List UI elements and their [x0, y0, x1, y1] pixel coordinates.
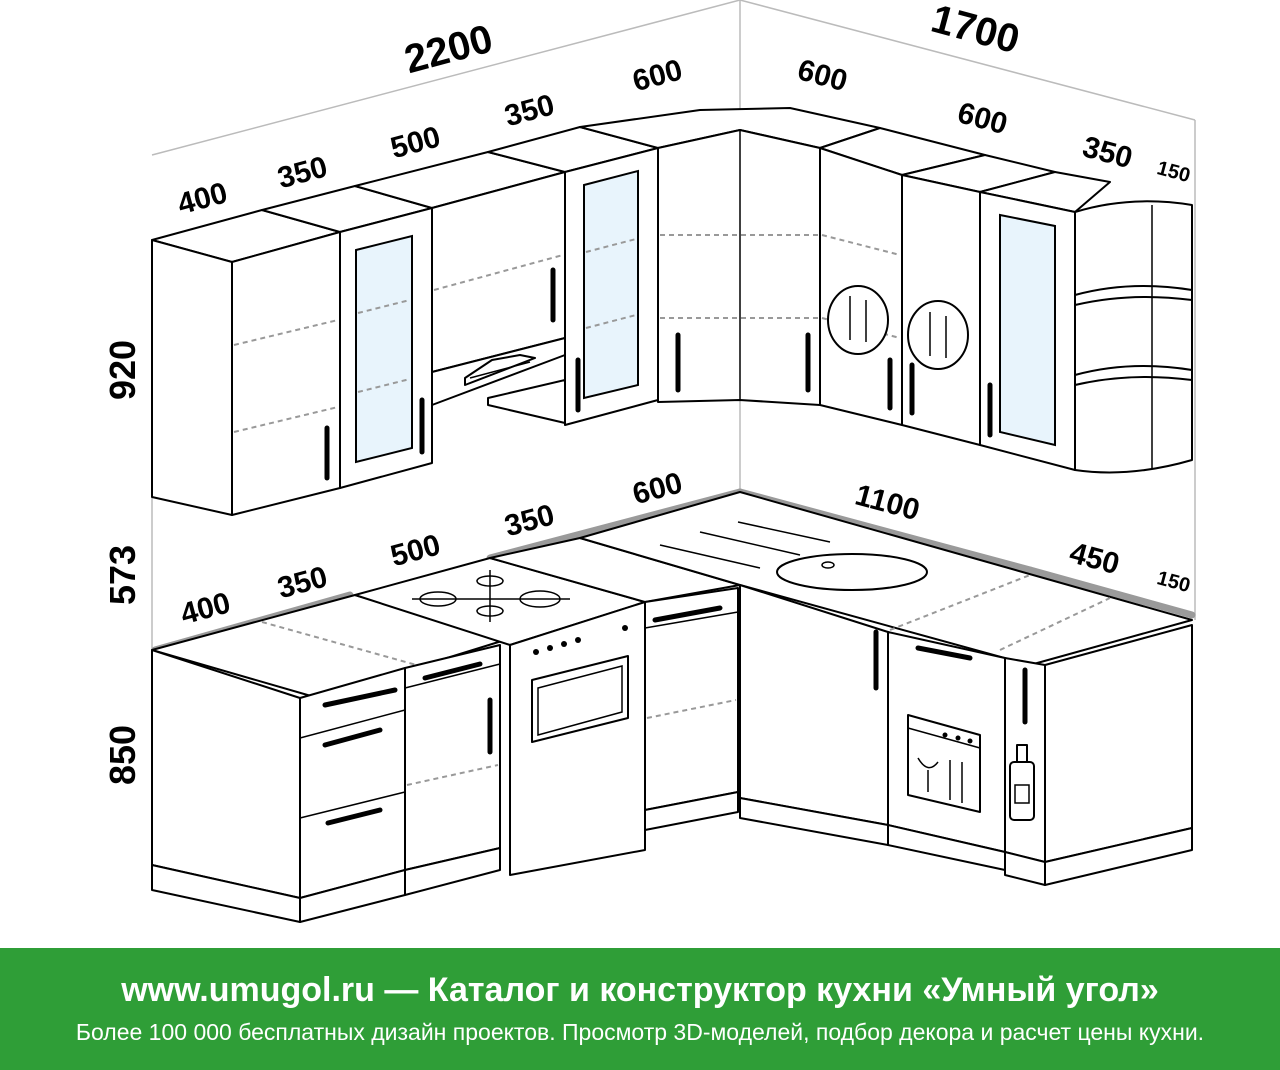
dim-upper-right-4: 150 — [1155, 157, 1193, 187]
dim-upper-left-3: 500 — [387, 120, 444, 165]
dim-height-lower: 850 — [102, 725, 143, 785]
oven-icon — [509, 601, 646, 876]
dim-lower-left-3: 500 — [387, 528, 444, 573]
dim-upper-right-2: 600 — [954, 96, 1011, 141]
lower-cabinet-350 — [644, 587, 739, 831]
bottle-icon — [1009, 744, 1035, 821]
cutlery-icon — [907, 300, 969, 370]
lower-cabinets-right — [739, 584, 1193, 886]
dim-upper-left-5: 600 — [629, 53, 686, 98]
dim-lower-left-2: 350 — [274, 560, 331, 605]
dim-lower-left-4: 350 — [501, 498, 558, 543]
dim-lower-right-2: 450 — [1066, 536, 1123, 581]
dim-lower-left-1: 400 — [177, 586, 234, 631]
hood-icon — [464, 354, 536, 386]
dim-total-left: 2200 — [400, 17, 497, 83]
footer-title[interactable]: www.umugol.ru — Каталог и конструктор ку… — [121, 971, 1159, 1009]
upper-corner-cabinet — [579, 107, 881, 406]
footer-banner: www.umugol.ru — Каталог и конструктор ку… — [0, 948, 1280, 1070]
dim-lower-right-3: 150 — [1155, 567, 1193, 597]
dishwasher-icon — [907, 714, 981, 813]
lower-cabinets-left — [151, 644, 501, 923]
dim-upper-left-2: 350 — [274, 150, 331, 195]
dim-upper-left-4: 350 — [501, 88, 558, 133]
upper-cabinets-left — [151, 126, 659, 516]
dim-upper-right-1: 600 — [794, 53, 851, 98]
dim-upper-left-1: 400 — [174, 176, 231, 221]
dim-upper-right-3: 350 — [1079, 130, 1136, 175]
footer-subtitle: Более 100 000 бесплатных дизайн проектов… — [75, 1019, 1205, 1045]
hob-icon — [412, 570, 570, 622]
sink-icon — [659, 521, 928, 591]
dim-lower-right-1: 1100 — [852, 478, 923, 527]
dim-height-gap: 573 — [102, 545, 143, 605]
cutlery-icon — [827, 285, 889, 355]
dim-lower-left-5: 600 — [629, 466, 686, 511]
upper-cabinets-right — [819, 127, 1193, 474]
kitchen-diagram: 2200 1700 400 350 500 350 600 600 600 35… — [102, 0, 1196, 923]
dim-height-upper: 920 — [102, 340, 143, 400]
